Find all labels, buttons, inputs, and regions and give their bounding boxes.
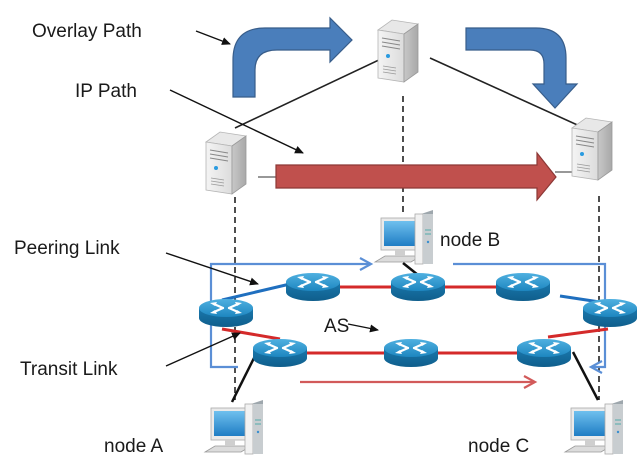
access-link-node-b [402,262,419,276]
peering-link-label: Peering Link [14,238,120,259]
overlay-links [234,57,585,178]
node-c-pc-icon [564,399,624,455]
router-links [221,282,614,355]
router-4 [494,271,552,303]
transit-link [221,327,281,341]
ip-path-label: IP Path [75,81,137,102]
router-2 [284,271,342,303]
ip-path-arrow [275,151,557,202]
access-link-node-a [230,353,258,403]
overlay-link-left-top [234,57,384,129]
node-b-pc-icon [374,209,434,265]
node-a-pc-icon [204,399,264,455]
overlay-path-label: Overlay Path [32,21,142,42]
transit-link-callout [165,332,241,367]
transit-link-label: Transit Link [20,359,118,380]
overlay-link-top-right [429,57,585,129]
router-1 [197,297,255,329]
router-6 [251,337,309,369]
router-3 [389,271,447,303]
server-right [571,117,613,181]
overlay-path-callout [195,30,231,45]
router-8 [515,337,573,369]
server-left [205,131,247,195]
ip-path-callout [169,89,304,154]
node-a-label: node A [104,436,163,457]
access-link-node-c [571,351,600,401]
overlay-arrow-right [465,27,579,109]
access-links [230,262,600,403]
callout-arrows [165,30,379,367]
as-label: AS [324,316,349,337]
server-top [377,19,419,83]
router-7 [382,337,440,369]
overlay-arrow-left [232,16,353,98]
as-callout [347,323,379,333]
peering-link-callout [165,252,259,286]
router-5 [581,297,638,329]
node-b-label: node B [440,230,500,251]
transit-link [547,327,609,339]
node-c-label: node C [468,436,529,457]
overlay-path-arrows [232,16,579,109]
peering-link [221,282,291,302]
